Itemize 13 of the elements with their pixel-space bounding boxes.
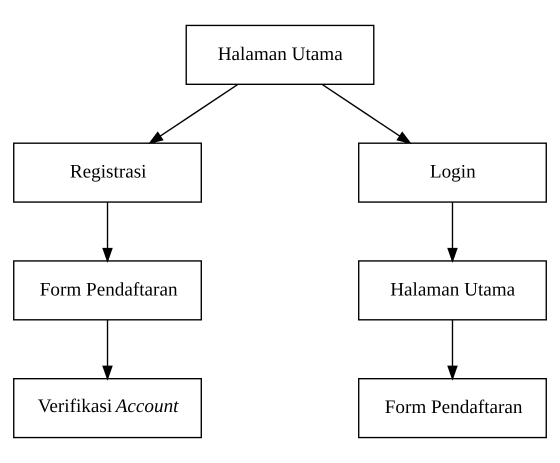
node-box: Verifikasi Account bbox=[13, 378, 202, 438]
arrow bbox=[102, 202, 113, 263]
arrow bbox=[447, 202, 458, 263]
arrow bbox=[148, 84, 238, 144]
node-box: Halaman Utama bbox=[186, 24, 374, 86]
arrow bbox=[102, 320, 113, 381]
arrow bbox=[447, 320, 458, 381]
node-box: Form Pendaftaran bbox=[13, 260, 202, 320]
node-box: Login bbox=[358, 142, 547, 203]
node-box: Halaman Utama bbox=[358, 260, 547, 320]
node-box: Registrasi bbox=[13, 142, 202, 203]
arrow bbox=[322, 84, 412, 144]
node-box: Form Pendaftaran bbox=[358, 378, 547, 438]
